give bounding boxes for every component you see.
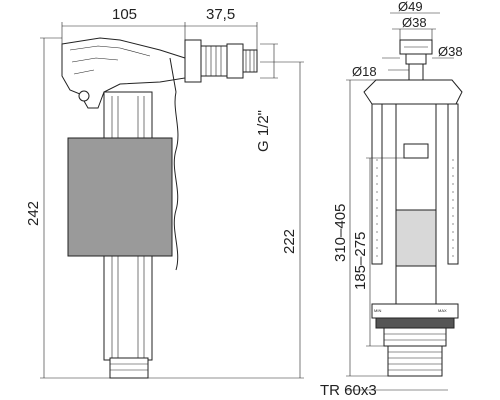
dim-d38-top-label: Ø38 [402,15,427,30]
dim-thread-tr-label: TR 60x3 [320,382,377,399]
dim-range-outer-label: 310–405 [332,204,349,262]
dim-range-inner-label: 185–275 [352,232,369,290]
scale-max-label: MAX [438,308,447,313]
dim-width-label: 105 [112,6,137,23]
dim-d18-label: Ø18 [352,64,377,79]
flush-valve-drawing: MIN MAX [363,39,463,377]
flush-valve-dimensions [346,12,454,391]
dim-inlet-offset-label: 37,5 [206,6,235,23]
float-body [67,137,173,257]
fill-valve-drawing [61,37,258,379]
dim-inlet-height-label: 222 [281,229,298,254]
dim-thread-label: G 1/2" [255,110,272,152]
dim-d49-label: Ø49 [398,0,423,14]
dim-total-height-label: 242 [25,201,42,226]
scale-min-label: MIN [374,308,381,313]
dim-d38-side-label: Ø38 [438,44,463,59]
fill-valve-dimensions [40,22,304,379]
